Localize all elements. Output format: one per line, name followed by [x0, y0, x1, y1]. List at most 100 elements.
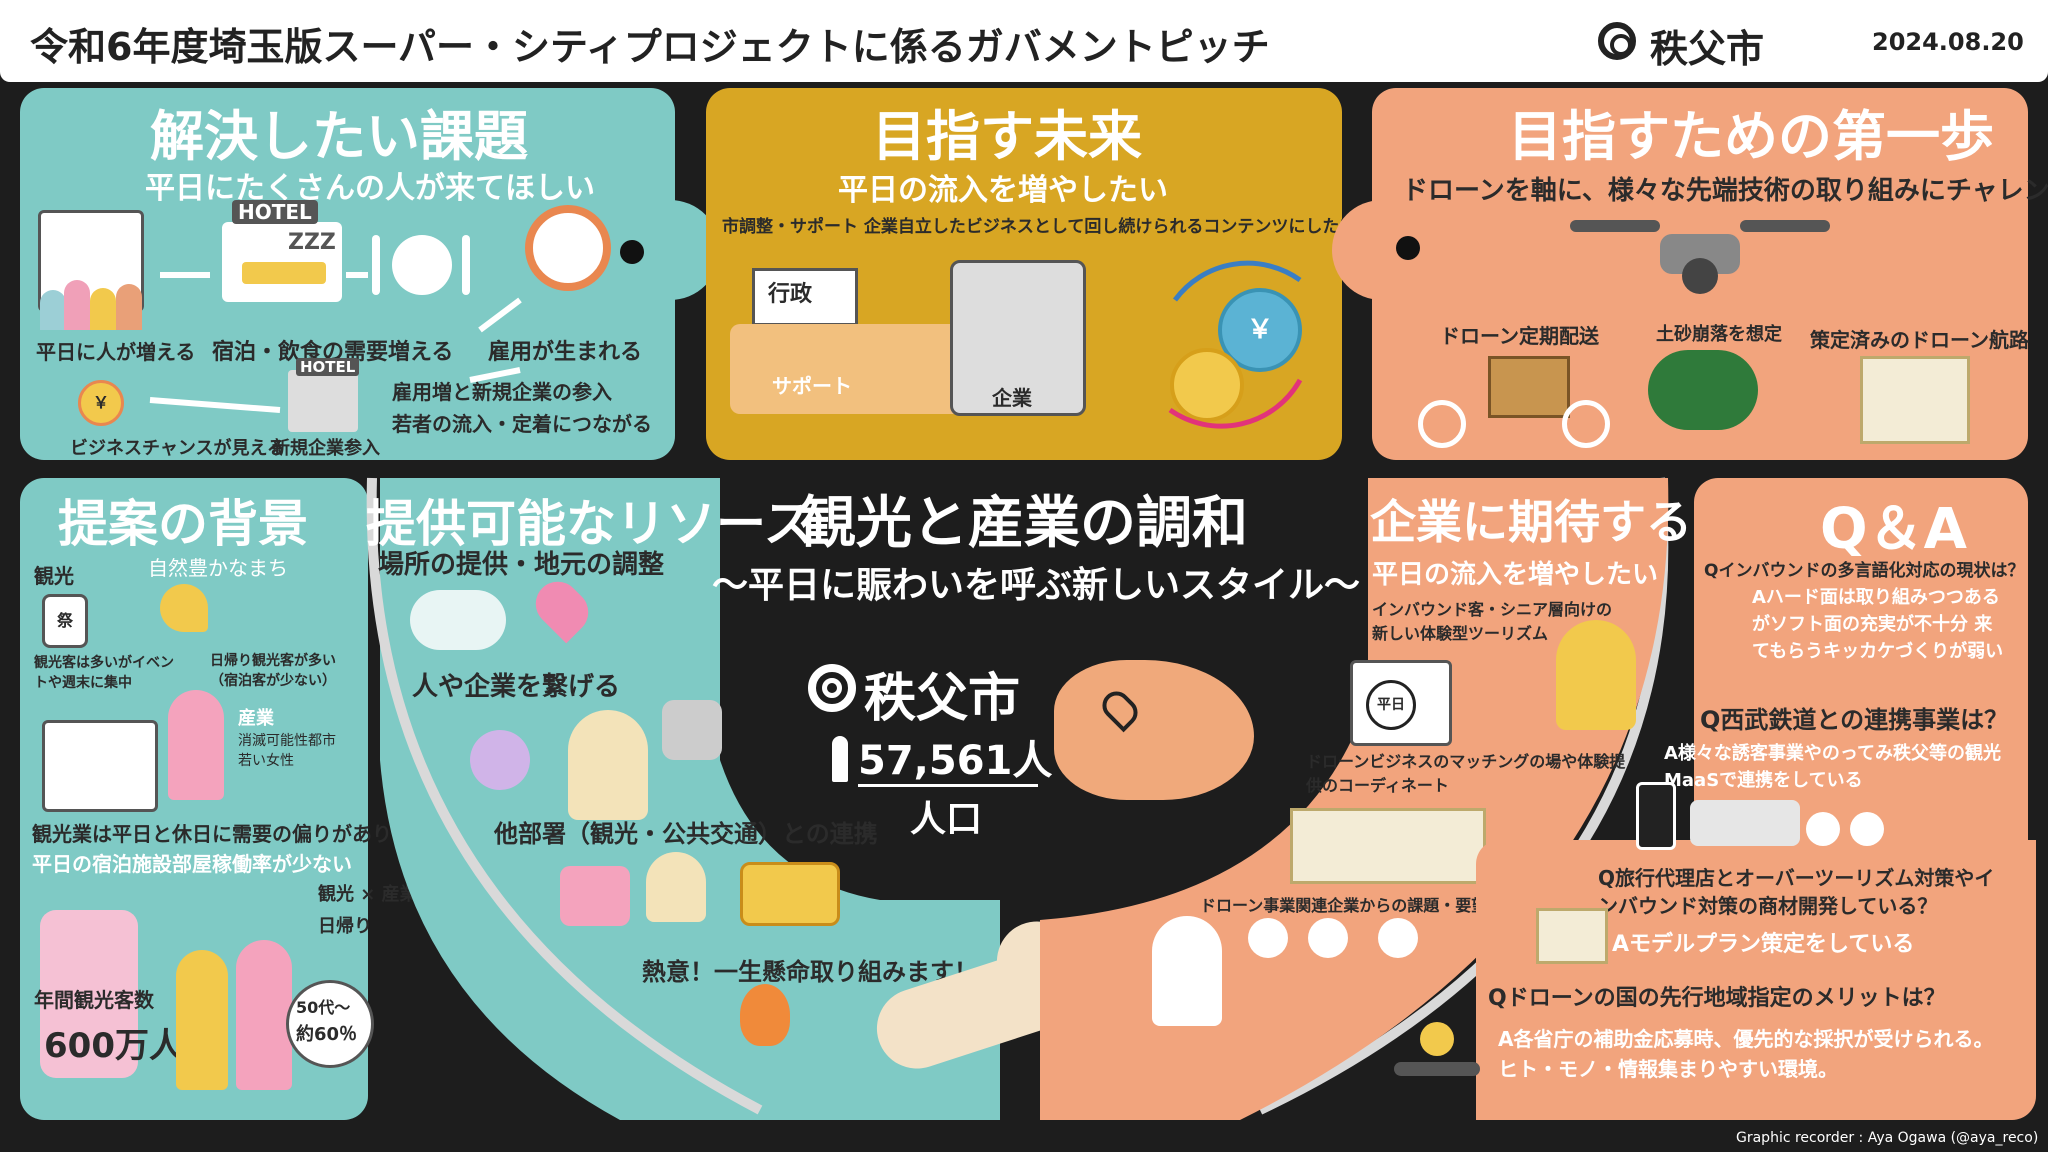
heart-gear-icon [1170, 348, 1244, 422]
qa-question-4: Qドローンの国の先行地域指定のメリットは？ [1488, 986, 1946, 1011]
hotel-sign-label: HOTEL [232, 200, 318, 224]
age-badge [286, 980, 374, 1068]
tourism-x-industry: 観光 × 産業 [318, 884, 418, 905]
center-title: 観光と産業の調和 [800, 491, 1248, 556]
festival-char: 祭 [56, 611, 73, 630]
train-icon [1690, 800, 1800, 846]
coin-symbol: ￥ [92, 393, 109, 412]
expectation-item-1: インバウンド客・シニア層向けの新しい体験型ツーリズム [1372, 600, 1613, 643]
smartphone-icon [1636, 782, 1676, 850]
package-box-icon [1488, 356, 1570, 418]
cycle-step-6: 新規企業参入 [272, 438, 380, 459]
mountain-icon [1850, 812, 1884, 846]
luggage-icon [560, 866, 630, 926]
footer-credit: Graphic recorder : Aya Ogawa (@aya_reco) [1736, 1130, 2039, 1146]
zzz-label: ZZZ [288, 230, 336, 255]
industry-label: 産業 [238, 708, 274, 729]
eye-dot-icon [620, 240, 644, 264]
hotel-building-icon [288, 370, 358, 432]
support-label: サポート [772, 374, 852, 398]
tourist-icon [1556, 620, 1636, 730]
future-subtitle: 平日の流入を増やしたい [838, 173, 1168, 208]
center-city-logo-icon [808, 664, 856, 712]
landslide-tree-icon [1648, 350, 1758, 430]
center-city-name: 秩父市 [864, 669, 1021, 729]
issues-subtitle: 平日にたくさんの人が来てほしい [145, 171, 595, 206]
resource-item-3: 他部署（観光・公共交通）との連携 [494, 820, 878, 848]
calendar-2-icon [42, 720, 158, 812]
page-title: 令和6年度埼玉版スーパー・シティプロジェクトに係るガバメントピッチ [30, 25, 1270, 69]
first-step-subtitle: ドローンを軸に、様々な先端技術の取り組みにチャレンジ！ [1402, 176, 2048, 206]
fork-icon [372, 235, 380, 295]
first-step-item-2: 土砂崩落を想定 [1656, 324, 1782, 345]
tourism-label: 観光 [34, 564, 74, 588]
header-date: 2024.08.20 [1872, 28, 2024, 56]
demand-gap-2: 平日の宿泊施設部屋稼働率が少ない [32, 852, 352, 876]
money-drone-icon [1394, 1022, 1484, 1092]
qa-title: Q＆A [1820, 497, 1967, 562]
gear-coin-symbol: ￥ [1246, 315, 1273, 345]
drone-icon [1570, 220, 1830, 300]
cycle-step-1: 平日に人が増える [36, 340, 196, 364]
bus-icon [740, 862, 840, 926]
hotel-sign-2-label: HOTEL [296, 358, 360, 376]
qa-question-2: Q西武鉄道との連携事業は？ [1700, 706, 2009, 734]
issues-title: 解決したい課題 [150, 105, 528, 168]
government-label: 行政 [768, 282, 813, 307]
worker-magnifier-icon [525, 205, 611, 291]
daytrip-label: 日帰り [318, 916, 372, 937]
person-icon [832, 736, 848, 782]
businessman-icon [1152, 916, 1222, 1026]
staff-icon [646, 852, 706, 922]
header-bar [0, 0, 2048, 82]
age-percent: 約60％ [296, 1024, 358, 1045]
first-step-title: 目指すための第一歩 [1508, 105, 1994, 168]
resource-item-2: 人や企業を繋げる [412, 672, 621, 702]
qa-question-3: Q旅行代理店とオーバーツーリズム対策やインバウンド対策の商材開発している？ [1598, 866, 1995, 918]
background-title: 提案の背景 [58, 495, 308, 553]
future-line: 市調整・サポート 企業自立したビジネスとして回し続けられるコンテンツにしたい [722, 217, 1357, 237]
population-value: 57,561人 [858, 738, 1053, 784]
cycle-step-4: 雇用増と新規企業の参入 [392, 380, 612, 404]
ginkgo-leaf-icon [160, 584, 208, 632]
industry-note: 消滅可能性都市 若い女性 [238, 733, 336, 769]
expectation-item-2: ドローンビジネスのマッチングの場や体験提供のコーディネート [1306, 752, 1626, 795]
crowd-icon [40, 280, 160, 330]
handshake-people-icon [410, 590, 506, 650]
coin-icon: ￥ [78, 380, 124, 426]
speech-bubbles-icon [1248, 918, 1438, 968]
population-divider [858, 784, 1038, 787]
helipad-b-icon [1562, 400, 1610, 448]
expectation-item-3: ドローン事業関連企業からの課題・要望 [1200, 896, 1488, 915]
chichibu-map-icon [1054, 660, 1254, 800]
plate-icon [392, 235, 452, 295]
qa-answer-2: A様々な誘客事業やのってみ秩父等の観光MaaSで連携をしている [1664, 743, 2002, 791]
dining-icon [1806, 812, 1840, 846]
weekday-stamp-label: 平日 [1377, 697, 1405, 713]
background-note-1: 観光客は多いがイベントや週末に集中 [34, 655, 174, 691]
drone-pad-icon [1290, 808, 1486, 884]
qa-answer-1: Aハード面は取り組みつつあるがソフト面の充実が不十分 来てもらうキッカケづくりが… [1752, 587, 2004, 662]
hotel-bed-icon [222, 222, 342, 302]
gear-icon: ￥ [1218, 288, 1302, 372]
resources-title: 提供可能なリソース [366, 495, 814, 553]
future-title: 目指す未来 [872, 105, 1142, 168]
background-note-2: 日帰り観光客が多い（宿泊客が少ない） [210, 653, 336, 689]
government-flag-icon [752, 268, 858, 326]
eye-dot-right-icon [1396, 236, 1420, 260]
first-step-item-1: ドローン定期配送 [1440, 324, 1599, 348]
demand-gap-1: 観光業は平日と休日に需要の偏りがあり [32, 822, 392, 846]
knife-icon [462, 235, 470, 295]
first-step-item-3: 策定済みのドローン航路 [1810, 328, 2029, 352]
map-pins-icon [1536, 908, 1608, 964]
resource-item-4: 熱意！一生懸命取り組みます！ [642, 958, 978, 986]
weekday-stamp: 平日 [1366, 680, 1416, 730]
qa-answer-3: Aモデルプラン策定をしている [1612, 932, 1915, 957]
helipad-a-icon [1418, 400, 1466, 448]
elderly-couple-icon [176, 920, 296, 1100]
annual-visitors-value: 600万人 [44, 1026, 183, 1066]
route-map-icon [1860, 356, 1970, 444]
traveler-icon [168, 690, 224, 800]
